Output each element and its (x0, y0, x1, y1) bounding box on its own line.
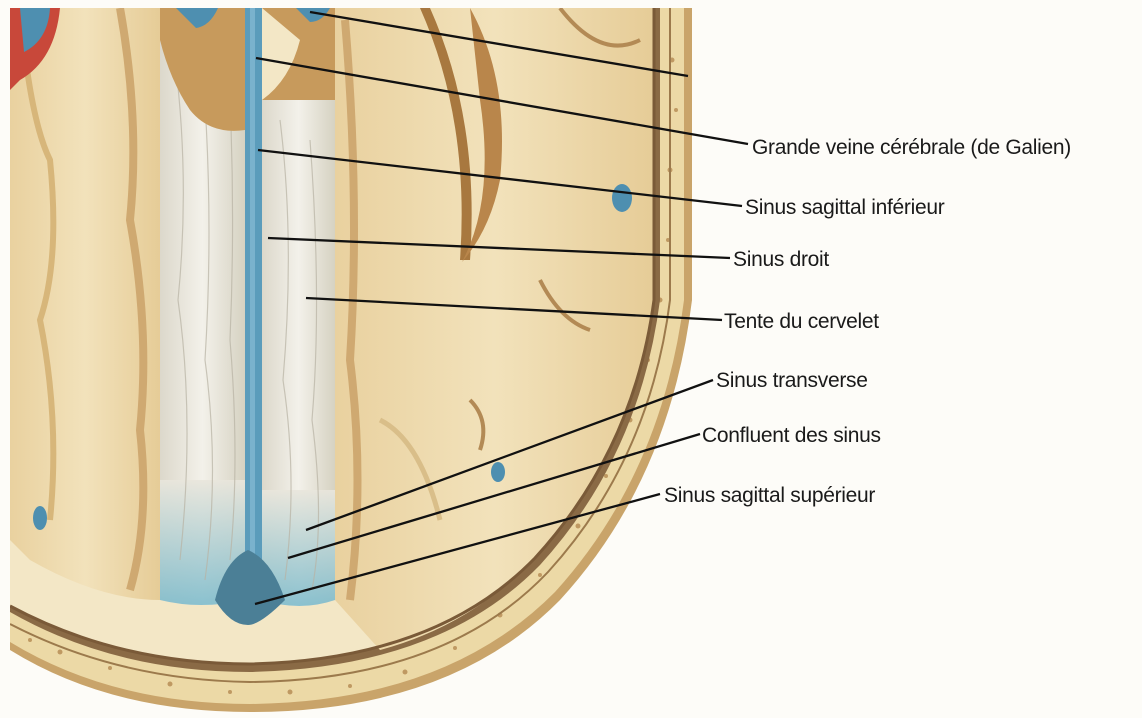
label-sinus-sagittal-inferieur: Sinus sagittal inférieur (745, 196, 944, 220)
label-sinus-droit: Sinus droit (733, 248, 829, 272)
left-hemisphere (10, 8, 160, 600)
label-sinus-sagittal-superieur: Sinus sagittal supérieur (664, 484, 875, 508)
label-grande-veine-cerebrale: Grande veine cérébrale (de Galien) (752, 136, 1071, 160)
right-hemisphere (335, 8, 654, 650)
label-confluent-des-sinus: Confluent des sinus (702, 424, 881, 448)
label-tente-du-cervelet: Tente du cervelet (724, 310, 879, 334)
label-sinus-transverse: Sinus transverse (716, 369, 868, 393)
